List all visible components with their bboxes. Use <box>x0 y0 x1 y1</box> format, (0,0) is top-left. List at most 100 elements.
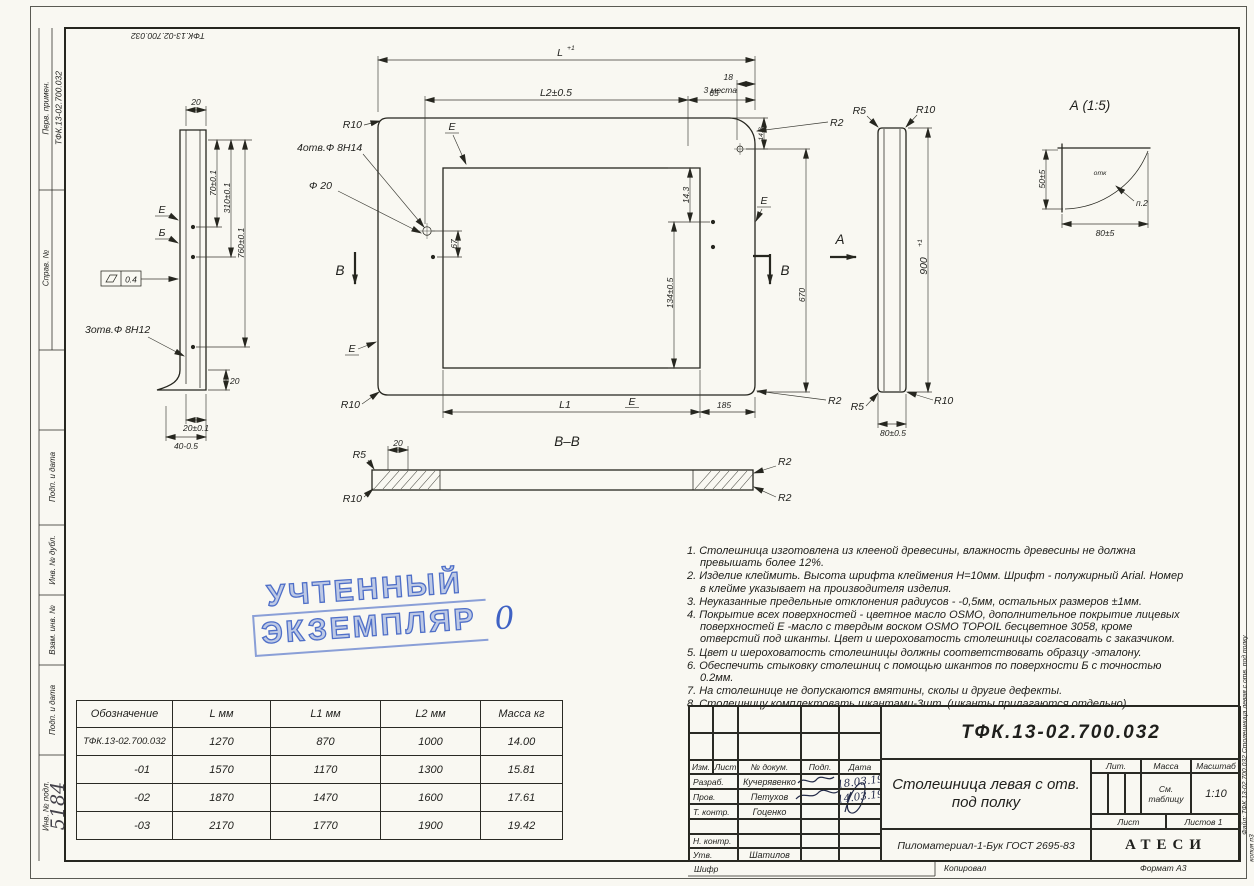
role-sign <box>801 819 839 834</box>
bb-dim-20: 20 <box>392 438 403 448</box>
detail-a-note-p2: п.2 <box>1136 198 1148 208</box>
role-date <box>839 848 881 862</box>
rv-dim-900: 900 <box>918 257 930 275</box>
fv-dim-65: 65 <box>709 88 719 98</box>
stamp-handwritten-mark: 0 <box>493 599 516 637</box>
signature-flourish <box>844 782 866 814</box>
cell-mass: 19.42 <box>480 811 563 840</box>
table-header-row: Обозначение L мм L1 мм L2 мм Масса кг <box>76 700 563 728</box>
role-name <box>738 819 801 834</box>
fv-surface-e-top: Е <box>448 121 456 133</box>
left-margin-perv-label: Перв. примен. <box>42 81 51 134</box>
detail-a-dim-50: 50±5 <box>1037 169 1047 188</box>
fv-dim-L: L <box>557 47 563 59</box>
cell-designation: ТФК.13-02.700.032 <box>76 727 173 756</box>
date-handwritten: 14.03.19 <box>839 789 881 804</box>
detail-a: А (1:5) отк 50±5 80±5 п.2 <box>1037 98 1151 238</box>
detail-a-title: А (1:5) <box>1069 98 1111 113</box>
table-row: -01 1570 1170 1300 15.81 <box>76 755 563 784</box>
rv-r5-bottom: R5 <box>851 401 865 413</box>
cell-L2: 1900 <box>380 811 481 840</box>
hdr-izm: Изм. <box>689 760 713 774</box>
section-bb-hatch <box>373 470 754 490</box>
left-margin-invpodl-label: Инв. № подл. <box>42 781 51 831</box>
col-L2: L2 мм <box>380 700 481 728</box>
rv-r10-bottom: R10 <box>934 395 953 407</box>
lv-dim-760: 760±0.1 <box>236 227 246 258</box>
mass-label: Масса <box>1141 759 1191 773</box>
lv-dim-20-top: 20 <box>190 97 201 107</box>
role-sign <box>801 804 839 819</box>
fv-dim-L1: L1 <box>559 399 571 411</box>
sheets-total-label: Листов 1 <box>1166 814 1241 829</box>
role-name: Шатилов <box>738 848 801 862</box>
mass-value: См. таблицу <box>1141 773 1191 814</box>
rv-dim-900-tolerance: +1 <box>917 239 924 247</box>
rv-dim-80: 80±0.5 <box>880 428 906 438</box>
hdr-dokum: № докум. <box>738 760 801 774</box>
fv-dia20-note: Ф 20 <box>309 180 332 192</box>
section-bb: В–В 20 R5 R10 R2 R2 <box>343 434 792 505</box>
doc-number: ТФК.13-02.700.032 <box>881 706 1241 759</box>
fv-r2-bottomright: R2 <box>828 395 842 407</box>
note: 5. Цвет и шероховатость столешницы должн… <box>687 646 1142 659</box>
fv-dim-134: 134±0.5 <box>665 277 675 308</box>
role-name: Петухов <box>738 789 801 804</box>
table-row: ТФК.13-02.700.032 1270 870 1000 14.00 <box>76 727 563 756</box>
cell-L2: 1000 <box>380 727 481 756</box>
lit-cell <box>1091 773 1108 814</box>
col-L1: L1 мм <box>270 700 381 728</box>
signature-razrab <box>797 776 835 784</box>
role-date <box>839 804 881 819</box>
change-cell <box>839 733 881 760</box>
change-cell <box>738 706 801 733</box>
hdr-podp: Подп. <box>801 760 839 774</box>
change-cell <box>713 706 738 733</box>
lv-dim-310: 310±0.1 <box>222 182 232 213</box>
role-label: Т. контр. <box>689 804 738 819</box>
change-cell <box>738 733 801 760</box>
variants-table: Обозначение L мм L1 мм L2 мм Масса кг ТФ… <box>76 700 563 840</box>
fv-dim-18: 18 <box>724 72 734 82</box>
note: 7. На столешнице не допускаются вмятины,… <box>687 685 1063 698</box>
flatness-icon <box>105 274 118 283</box>
cell-L2: 1300 <box>380 755 481 784</box>
lv-surface-e-label: Е <box>158 204 166 216</box>
signature-prov <box>795 789 841 800</box>
detail-a-dim-80: 80±5 <box>1096 228 1115 238</box>
date-handwritten: 18.03.19 <box>839 774 881 789</box>
lv-holes-note: 3отв.Ф 8Н12 <box>85 324 150 336</box>
role-date <box>839 819 881 834</box>
hdr-list: Лист <box>713 760 738 774</box>
sheet-number-label: Лист <box>1091 814 1166 829</box>
fv-r10-bottomleft: R10 <box>341 399 360 411</box>
lv-dim-70: 70±0.1 <box>208 170 218 196</box>
left-margin-perv-value: ТФК.13-02.700.032 <box>54 71 64 145</box>
note: 6. Обеспечить стыковку столешниц с помощ… <box>687 659 1162 685</box>
change-cell <box>801 706 839 733</box>
format-label: Формат А3 <box>1140 863 1187 873</box>
detail-a-otk-mark: отк <box>1094 170 1107 177</box>
role-date: 14.03.19 <box>839 789 881 804</box>
change-cell <box>839 706 881 733</box>
change-cell <box>713 733 738 760</box>
rv-r10-top: R10 <box>916 104 935 116</box>
title-block: Изм. Лист № докум. Подп. Дата Разраб. Ку… <box>688 705 1241 862</box>
fv-dim-185: 185 <box>717 400 731 410</box>
lv-dim-20-01: 20±0.1 <box>182 423 209 433</box>
lv-surface-b-label: Б <box>159 227 166 239</box>
fv-section-b-right: В <box>780 263 789 278</box>
lv-dim-20-right: 20 <box>229 376 240 386</box>
cell-designation: -03 <box>76 811 173 840</box>
cell-mass: 14.00 <box>480 727 563 756</box>
lv-flatness-value: 0.4 <box>125 275 137 285</box>
fv-holes-note: 4отв.Ф 8Н14 <box>297 142 362 154</box>
right-margin-copy-label: копия п3 <box>1249 834 1254 862</box>
cell-L1: 1770 <box>270 811 381 840</box>
fv-r2-topright: R2 <box>830 117 844 129</box>
cell-L1: 1170 <box>270 755 381 784</box>
role-name: Кучерявенко <box>738 774 801 789</box>
role-label: Утв. <box>689 848 738 862</box>
signatures <box>795 776 866 814</box>
